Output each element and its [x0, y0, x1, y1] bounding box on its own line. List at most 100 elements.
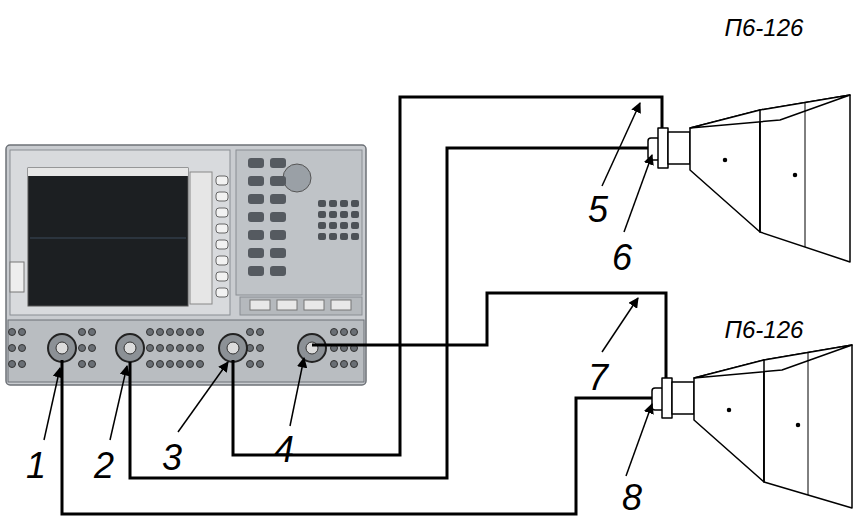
jack [157, 345, 164, 352]
jack [19, 345, 26, 352]
softkey [216, 208, 228, 217]
antenna-model: П6-126 [725, 318, 804, 342]
key [318, 211, 326, 218]
key [277, 300, 297, 310]
softkey [216, 272, 228, 281]
softkey [216, 240, 228, 249]
key [351, 222, 359, 229]
softkey [216, 224, 228, 233]
key [331, 300, 351, 310]
key [351, 200, 359, 207]
callout-number: 7 [588, 360, 608, 396]
jack [79, 361, 86, 368]
key [248, 266, 264, 276]
jack [19, 361, 26, 368]
cable [62, 97, 666, 514]
port-connector [298, 334, 326, 362]
callout-number: 5 [588, 192, 608, 228]
jack [147, 329, 154, 336]
jack [331, 361, 338, 368]
key [304, 300, 324, 310]
key [329, 222, 337, 229]
jack [247, 329, 254, 336]
jack [187, 345, 194, 352]
horn-antenna [652, 345, 852, 508]
softkey [216, 192, 228, 201]
network-analyzer [6, 145, 366, 385]
jack [147, 361, 154, 368]
callout-number: 2 [94, 448, 114, 484]
jack [177, 329, 184, 336]
key [329, 233, 337, 240]
jack [157, 329, 164, 336]
jack [341, 361, 348, 368]
callout-number: 8 [622, 480, 642, 516]
key [318, 222, 326, 229]
jack [89, 345, 96, 352]
jack [177, 345, 184, 352]
jack [9, 345, 16, 352]
key [248, 194, 264, 204]
key [270, 194, 286, 204]
callout-number: 6 [612, 240, 632, 276]
key [340, 200, 348, 207]
jack [341, 329, 348, 336]
jack [351, 329, 358, 336]
key [270, 248, 286, 258]
leader-line [44, 103, 652, 476]
key [351, 233, 359, 240]
key [270, 230, 286, 240]
key [270, 158, 286, 168]
jack [257, 345, 264, 352]
jack [177, 361, 184, 368]
key [270, 266, 286, 276]
jack [187, 361, 194, 368]
port-pin [227, 342, 239, 354]
softkey [216, 288, 228, 297]
key [340, 222, 348, 229]
port-connector [116, 334, 144, 362]
callout-number: 1 [26, 448, 46, 484]
jack [257, 329, 264, 336]
key [248, 176, 264, 186]
key [340, 211, 348, 218]
jack [89, 361, 96, 368]
antenna-model: П6-126 [725, 16, 804, 40]
key [329, 200, 337, 207]
jack [197, 361, 204, 368]
key [248, 158, 264, 168]
port-connector [48, 334, 76, 362]
jack [197, 345, 204, 352]
key [248, 248, 264, 258]
test-ports [48, 334, 326, 362]
key [250, 300, 270, 310]
jack [351, 361, 358, 368]
key [351, 211, 359, 218]
jack [167, 345, 174, 352]
key [340, 233, 348, 240]
key [329, 211, 337, 218]
port-pin [124, 342, 136, 354]
jack [157, 361, 164, 368]
key [318, 233, 326, 240]
jack [247, 361, 254, 368]
callout-number: 4 [274, 432, 294, 468]
key [270, 212, 286, 222]
jack [257, 361, 264, 368]
jack [9, 361, 16, 368]
softkey [216, 256, 228, 265]
jack [79, 345, 86, 352]
jack [89, 329, 96, 336]
jack [147, 345, 154, 352]
softkey [216, 176, 228, 185]
callout-number: 3 [162, 440, 182, 476]
jack [167, 329, 174, 336]
jack [197, 329, 204, 336]
jack [187, 329, 194, 336]
jack [9, 329, 16, 336]
jack [331, 329, 338, 336]
horn-antenna [648, 95, 850, 262]
key [270, 176, 286, 186]
port-connector [219, 334, 247, 362]
